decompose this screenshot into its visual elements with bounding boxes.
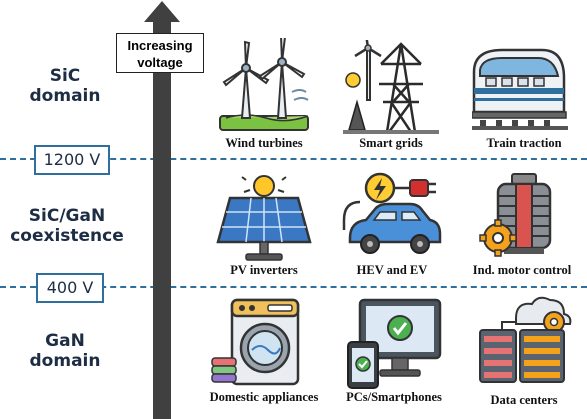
threshold-1200v: 1200 V	[34, 145, 110, 175]
app-data-centers: Data centers	[490, 393, 558, 407]
wind-turbine-icon	[219, 38, 309, 131]
threshold-400v: 400 V	[36, 273, 104, 303]
power-pylon-icon	[343, 40, 439, 134]
bullet-train-icon	[472, 48, 568, 130]
solar-panel-icon	[216, 172, 312, 261]
axis-label: Increasing voltage	[116, 33, 204, 73]
computer-phone-icon	[347, 298, 442, 389]
domain-sic-line2: domain	[29, 86, 101, 106]
divider-1200v	[0, 158, 587, 160]
app-train-traction: Train traction	[486, 136, 562, 150]
axis-label-line2: voltage	[137, 55, 183, 70]
domain-sic-line1: SiC	[49, 66, 81, 86]
server-rack-icon	[479, 296, 572, 383]
domain-coexistence: SiC/GaN coexistence	[2, 206, 132, 246]
app-pcs-smartphones: PCs/Smartphones	[346, 390, 442, 404]
app-smart-grids: Smart grids	[359, 136, 423, 150]
voltage-arrow	[144, 1, 180, 419]
electric-car-icon	[342, 172, 442, 254]
domain-coexistence-line1: SiC/GaN	[28, 206, 106, 226]
divider-400v	[0, 286, 587, 288]
domain-sic: SiC domain	[10, 66, 120, 106]
app-hev-ev: HEV and EV	[356, 263, 428, 277]
app-wind-turbines: Wind turbines	[225, 136, 303, 150]
app-motor-control: Ind. motor control	[472, 263, 572, 277]
domain-gan-line2: domain	[29, 351, 101, 371]
app-domestic-appliances: Domestic appliances	[209, 390, 319, 404]
washing-machine-icon	[211, 298, 300, 386]
domain-coexistence-line2: coexistence	[10, 226, 124, 246]
domain-gan-line1: GaN	[45, 331, 85, 351]
app-pv-inverters: PV inverters	[230, 263, 298, 277]
domain-gan: GaN domain	[10, 331, 120, 371]
electric-motor-icon	[479, 173, 552, 257]
axis-label-line1: Increasing	[127, 38, 193, 53]
